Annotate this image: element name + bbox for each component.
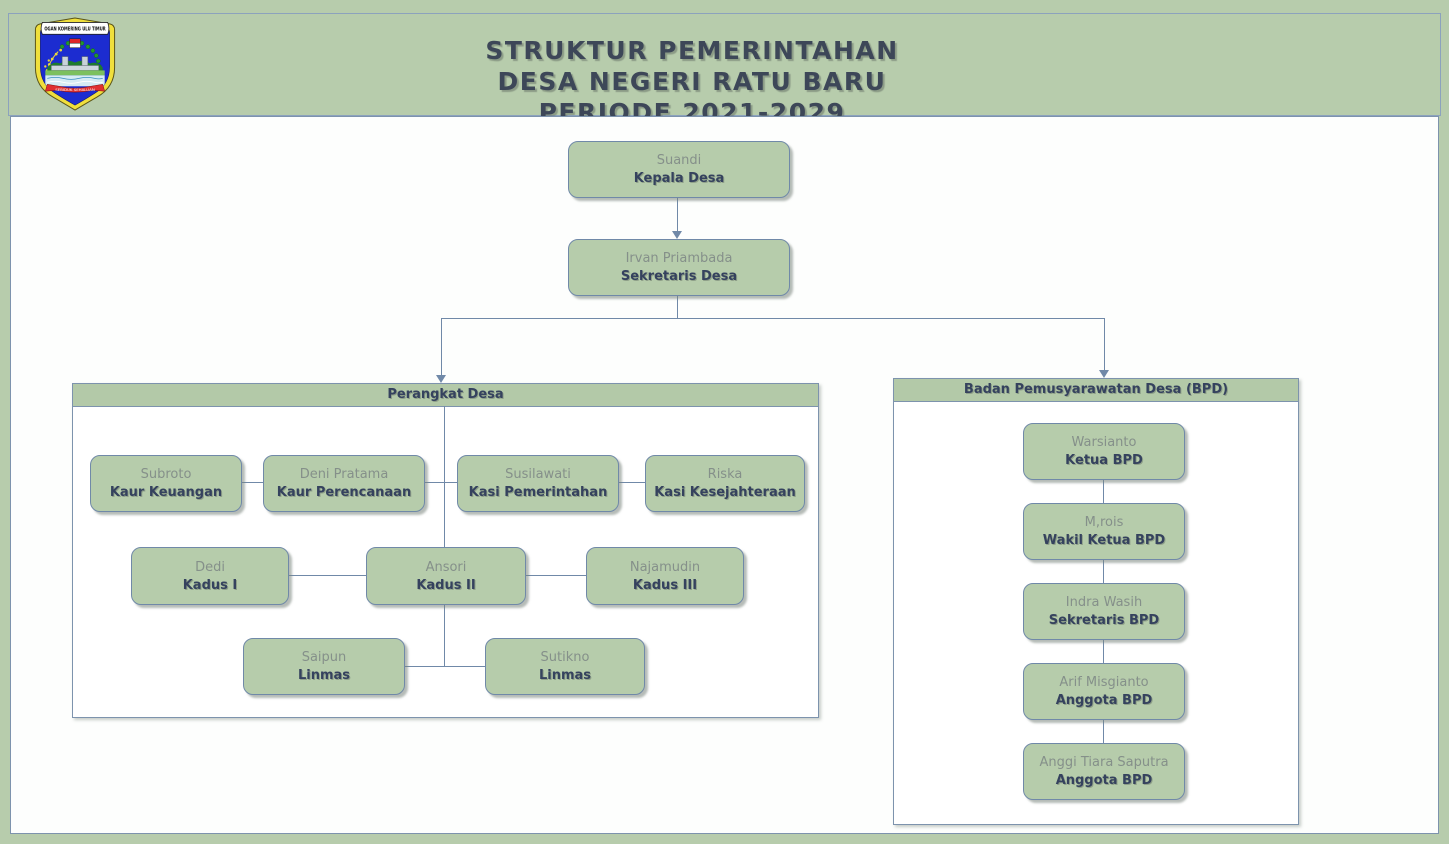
arrow-down-icon xyxy=(672,231,682,239)
person-role: Linmas xyxy=(538,668,592,683)
person-name: Susilawati xyxy=(505,467,571,482)
connector-branch-left xyxy=(441,318,442,375)
org-node-kasi-kesejahteraan: Riska Kasi Kesejahteraan xyxy=(645,455,805,512)
person-name: Suandi xyxy=(656,153,702,168)
connector-row3-a xyxy=(403,666,485,667)
person-role: Anggota BPD xyxy=(1055,693,1153,708)
org-node-kasi-pemerintahan: Susilawati Kasi Pemerintahan xyxy=(457,455,619,512)
water-icon xyxy=(45,75,105,87)
person-role: Sekretaris Desa xyxy=(620,269,738,284)
person-name: Indra Wasih xyxy=(1065,595,1143,610)
connector-perangkat-spine-bottom xyxy=(444,603,445,666)
person-role: Kadus III xyxy=(632,577,698,593)
person-role: Sekretaris BPD xyxy=(1048,613,1160,628)
motto-text: SEBIDUK SEHALUAN xyxy=(55,88,95,92)
wave-line-icon xyxy=(47,80,103,84)
connector-bpd-4 xyxy=(1103,718,1104,743)
connector-branch-horizontal xyxy=(441,318,1105,319)
title-line-1: STRUKTUR PEMERINTAHAN xyxy=(485,36,899,65)
person-role: Kadus II xyxy=(416,577,476,593)
person-role: Kadus I xyxy=(182,577,238,593)
org-node-kadus-1: Dedi Kadus I xyxy=(131,547,289,605)
connector-kepala-sekretaris xyxy=(677,196,678,232)
connector-branch-right xyxy=(1104,318,1105,370)
person-name: Subroto xyxy=(140,467,192,482)
person-name: Anggi Tiara Saputra xyxy=(1039,755,1169,770)
person-role: Anggota BPD xyxy=(1055,773,1153,788)
org-node-kadus-2: Ansori Kadus II xyxy=(366,547,526,605)
page-title: STRUKTUR PEMERINTAHAN DESA NEGERI RATU B… xyxy=(9,35,1375,128)
org-node-kepala-desa: Suandi Kepala Desa xyxy=(568,141,790,198)
motto-ribbon xyxy=(44,84,106,93)
person-role: Kasi Kesejahteraan xyxy=(654,485,796,500)
connector-row1-c xyxy=(617,482,645,483)
connector-row2-a xyxy=(287,575,366,576)
panel-perangkat-desa-header: Perangkat Desa xyxy=(73,384,818,407)
org-node-kadus-3: Najamudin Kadus III xyxy=(586,547,744,605)
seal-banner-ribbon xyxy=(40,22,110,35)
connector-bpd-2 xyxy=(1103,558,1104,583)
person-name: Dedi xyxy=(195,559,225,575)
person-role: Kaur Keuangan xyxy=(109,485,223,500)
arrow-down-icon xyxy=(436,375,446,383)
person-role: Linmas xyxy=(297,668,351,683)
panel-perangkat-desa-title: Perangkat Desa xyxy=(387,387,504,402)
arrow-down-icon xyxy=(1099,370,1109,378)
person-name: Irvan Priambada xyxy=(625,251,733,266)
connector-perangkat-spine-top xyxy=(444,406,445,547)
org-node-wakil-ketua-bpd: M,rois Wakil Ketua BPD xyxy=(1023,503,1185,560)
seal-banner-text: OGAN KOMERING ULU TIMUR xyxy=(44,27,106,33)
flag-white-icon xyxy=(69,42,81,48)
panel-bpd-title: Badan Pemusyarawatan Desa (BPD) xyxy=(963,382,1229,397)
regency-seal-logo: OGAN KOMERING ULU TIMUR SEBIDUK SEHALUAN xyxy=(34,17,116,111)
person-name: Arif Misgianto xyxy=(1059,675,1149,690)
connector-row2-b xyxy=(524,575,586,576)
connector-sekretaris-branch xyxy=(677,295,678,318)
org-node-anggota-bpd-1: Arif Misgianto Anggota BPD xyxy=(1023,663,1185,720)
header-banner: OGAN KOMERING ULU TIMUR SEBIDUK SEHALUAN… xyxy=(8,13,1441,127)
person-role: Ketua BPD xyxy=(1065,453,1143,468)
connector-row1-b xyxy=(423,482,457,483)
title-line-2: DESA NEGERI RATU BARU xyxy=(497,67,887,96)
person-name: Deni Pratama xyxy=(299,467,389,482)
person-name: Riska xyxy=(707,467,743,482)
person-role: Kepala Desa xyxy=(633,171,725,186)
panel-bpd-header: Badan Pemusyarawatan Desa (BPD) xyxy=(894,379,1298,402)
org-node-anggota-bpd-2: Anggi Tiara Saputra Anggota BPD xyxy=(1023,743,1185,800)
person-name: M,rois xyxy=(1084,515,1124,530)
connector-row1-a xyxy=(240,482,263,483)
person-name: Ansori xyxy=(425,559,467,575)
person-name: Saipun xyxy=(301,650,347,665)
wave-line-icon xyxy=(47,76,103,80)
person-name: Sutikno xyxy=(540,650,590,665)
org-node-linmas-2: Sutikno Linmas xyxy=(485,638,645,695)
person-role: Wakil Ketua BPD xyxy=(1042,533,1166,548)
org-node-ketua-bpd: Warsianto Ketua BPD xyxy=(1023,423,1185,480)
person-role: Kaur Perencanaan xyxy=(276,485,412,500)
person-name: Warsianto xyxy=(1071,435,1137,450)
org-node-kaur-keuangan: Subroto Kaur Keuangan xyxy=(90,455,242,512)
connector-bpd-1 xyxy=(1103,478,1104,503)
field-icon xyxy=(45,70,105,76)
org-node-sekretaris-desa: Irvan Priambada Sekretaris Desa xyxy=(568,239,790,296)
org-node-sekretaris-bpd: Indra Wasih Sekretaris BPD xyxy=(1023,583,1185,640)
person-role: Kasi Pemerintahan xyxy=(468,485,608,500)
connector-bpd-3 xyxy=(1103,638,1104,663)
org-node-kaur-perencanaan: Deni Pratama Kaur Perencanaan xyxy=(263,455,425,512)
org-node-linmas-1: Saipun Linmas xyxy=(243,638,405,695)
wheat-grains-icon xyxy=(44,48,63,72)
seal-scene xyxy=(44,38,105,87)
person-name: Najamudin xyxy=(629,559,701,575)
